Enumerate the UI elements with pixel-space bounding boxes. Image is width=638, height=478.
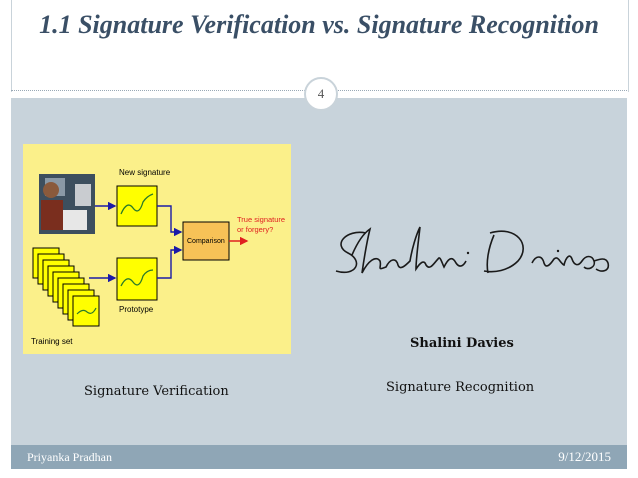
footer-date: 9/12/2015 xyxy=(558,449,611,464)
prototype-label: Prototype xyxy=(119,305,154,314)
slide-number: 4 xyxy=(304,77,338,111)
footer-author: Priyanka Pradhan xyxy=(27,450,112,464)
person-photo xyxy=(39,174,95,234)
training-set-cards xyxy=(32,247,100,327)
comparison-label: Comparison xyxy=(187,238,225,245)
new-signature-label: New signature xyxy=(119,168,171,177)
verification-diagram: New signature Prototype Comparison True … xyxy=(23,144,291,354)
new-signature-box xyxy=(116,185,158,227)
footer-bar: Priyanka Pradhan 9/12/2015 xyxy=(11,445,627,469)
new-to-comparison-arrow xyxy=(157,205,183,237)
prototype-box xyxy=(116,257,158,301)
result-text-line1: True signature xyxy=(237,215,285,224)
recognition-caption: Signature Recognition xyxy=(386,380,535,395)
slide-title: 1.1 Signature Verification vs. Signature… xyxy=(39,10,599,39)
result-text-line2: or forgery? xyxy=(237,225,273,234)
verification-caption: Signature Verification xyxy=(84,384,229,399)
signature-name-label: Shalini Davies xyxy=(410,336,514,351)
training-set-label: Training set xyxy=(31,337,73,346)
prototype-to-comparison-arrow xyxy=(157,245,183,279)
title-area xyxy=(11,0,629,92)
handwritten-signature-image xyxy=(335,226,610,274)
